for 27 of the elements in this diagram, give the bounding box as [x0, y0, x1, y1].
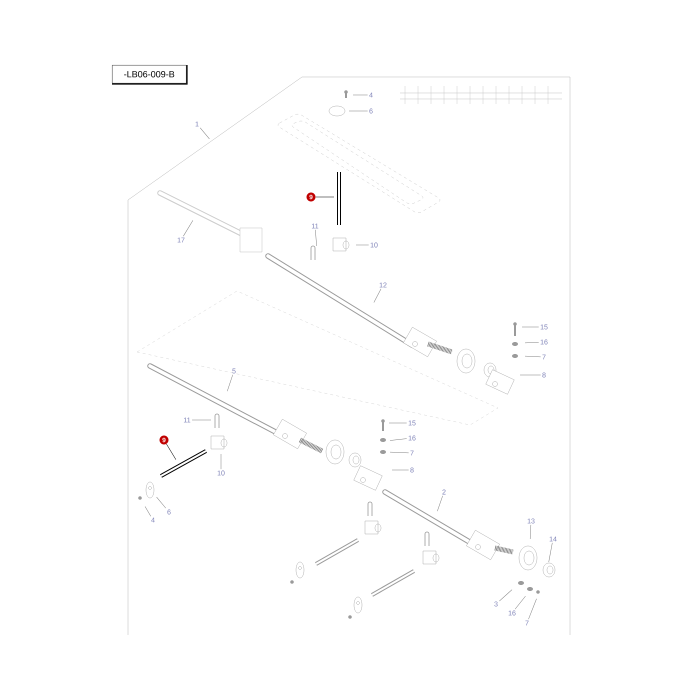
leader-line	[166, 444, 176, 460]
leader-line	[156, 496, 166, 508]
leader-line	[524, 356, 541, 358]
leader-line	[183, 220, 194, 236]
leader-line	[514, 596, 526, 610]
drawing-number-label: -LB06-009-B	[112, 65, 188, 85]
leader-line	[522, 326, 539, 328]
leader-line	[388, 422, 407, 424]
leader-line	[200, 128, 210, 140]
leader-line	[520, 374, 541, 376]
leader-line	[374, 288, 382, 303]
leader-line	[348, 110, 368, 112]
leader-line	[356, 244, 369, 246]
leader-line	[390, 452, 409, 454]
leader-line	[528, 598, 537, 620]
leader-line	[227, 374, 233, 392]
leader-line	[437, 496, 443, 512]
leader-line	[548, 542, 553, 562]
leader-line	[144, 506, 152, 516]
leader-line	[499, 589, 512, 602]
leader-line	[524, 342, 539, 344]
leader-line	[390, 438, 407, 441]
leader-line	[220, 454, 222, 470]
leader-line	[530, 524, 532, 540]
leader-line	[315, 196, 334, 198]
leader-line	[315, 230, 317, 246]
leader-line	[352, 94, 368, 96]
